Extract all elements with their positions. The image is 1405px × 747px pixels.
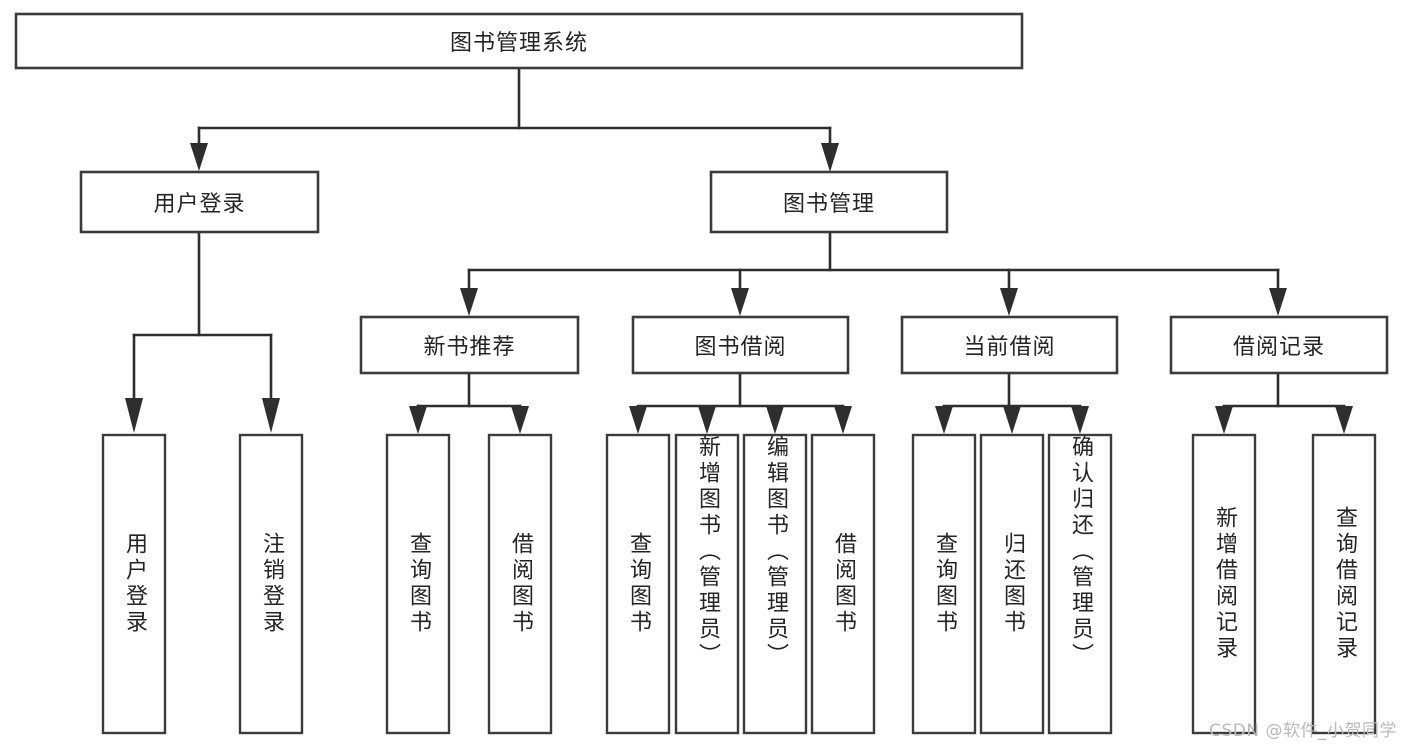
node-box-leaf-logout[interactable] bbox=[238, 433, 304, 735]
arrow-head-book-borrow bbox=[731, 288, 749, 316]
node-box-leaf-query-record[interactable] bbox=[1311, 433, 1377, 735]
arrow-head-borrow-record bbox=[1269, 288, 1287, 316]
node-box-leaf-edit-book[interactable] bbox=[742, 433, 808, 735]
node-box-leaf-add-record[interactable] bbox=[1191, 433, 1257, 735]
edge-group-borrow-record-children bbox=[1215, 371, 1353, 434]
arrow-head-br-leaf-2 bbox=[1335, 406, 1353, 434]
arrow-head-cb-leaf-2 bbox=[1003, 406, 1021, 434]
node-box-book-management[interactable] bbox=[709, 170, 949, 234]
arrow-head-leaf-user-login bbox=[125, 398, 143, 433]
arrow-head-bb-leaf-1 bbox=[629, 406, 647, 434]
node-box-leaf-query-book-1[interactable] bbox=[385, 433, 451, 735]
arrow-head-br-leaf-1 bbox=[1215, 406, 1233, 434]
node-box-leaf-return-book[interactable] bbox=[979, 433, 1045, 735]
arrow-head-cb-leaf-1 bbox=[935, 406, 953, 434]
node-box-leaf-add-book[interactable] bbox=[674, 433, 740, 735]
node-box-leaf-borrow-book-1[interactable] bbox=[487, 433, 553, 735]
node-box-user-login[interactable] bbox=[79, 170, 320, 234]
node-box-borrow-record[interactable] bbox=[1169, 315, 1389, 375]
node-box-current-borrow[interactable] bbox=[900, 315, 1119, 375]
arrow-head-user-login bbox=[190, 143, 208, 171]
edge-group-root-to-level2 bbox=[190, 66, 839, 172]
arrow-head-nbr-leaf-2 bbox=[511, 406, 529, 434]
edge-group-new-book-recommend-children bbox=[409, 371, 529, 434]
arrow-head-nbr-leaf-1 bbox=[409, 406, 427, 434]
node-box-leaf-confirm-return[interactable] bbox=[1047, 433, 1113, 735]
node-box-new-book-recommend[interactable] bbox=[359, 315, 580, 375]
arrow-head-bb-leaf-3 bbox=[766, 406, 784, 434]
watermark-text: CSDN @软件_小贺同学 bbox=[1209, 721, 1397, 741]
edge-group-book-borrow-children bbox=[629, 371, 852, 434]
arrow-head-leaf-logout bbox=[262, 398, 280, 433]
node-box-leaf-user-login[interactable] bbox=[101, 433, 167, 735]
arrow-head-bb-leaf-2 bbox=[698, 406, 716, 434]
node-box-root[interactable] bbox=[14, 12, 1024, 70]
edge-group-current-borrow-children bbox=[935, 371, 1089, 434]
arrow-head-bb-leaf-4 bbox=[834, 406, 852, 434]
arrow-head-book-mgmt bbox=[821, 143, 839, 172]
arrow-head-new-book-recommend bbox=[460, 288, 478, 316]
edge-group-user-login-children bbox=[125, 230, 280, 433]
node-box-leaf-query-book-3[interactable] bbox=[911, 433, 977, 735]
node-box-leaf-borrow-book-2[interactable] bbox=[810, 433, 876, 735]
arrow-head-current-borrow bbox=[1000, 288, 1018, 316]
arrow-head-cb-leaf-3 bbox=[1071, 406, 1089, 434]
edge-group-book-mgmt-children bbox=[460, 230, 1287, 316]
node-box-book-borrow[interactable] bbox=[631, 315, 850, 375]
node-box-leaf-query-book-2[interactable] bbox=[605, 433, 671, 735]
